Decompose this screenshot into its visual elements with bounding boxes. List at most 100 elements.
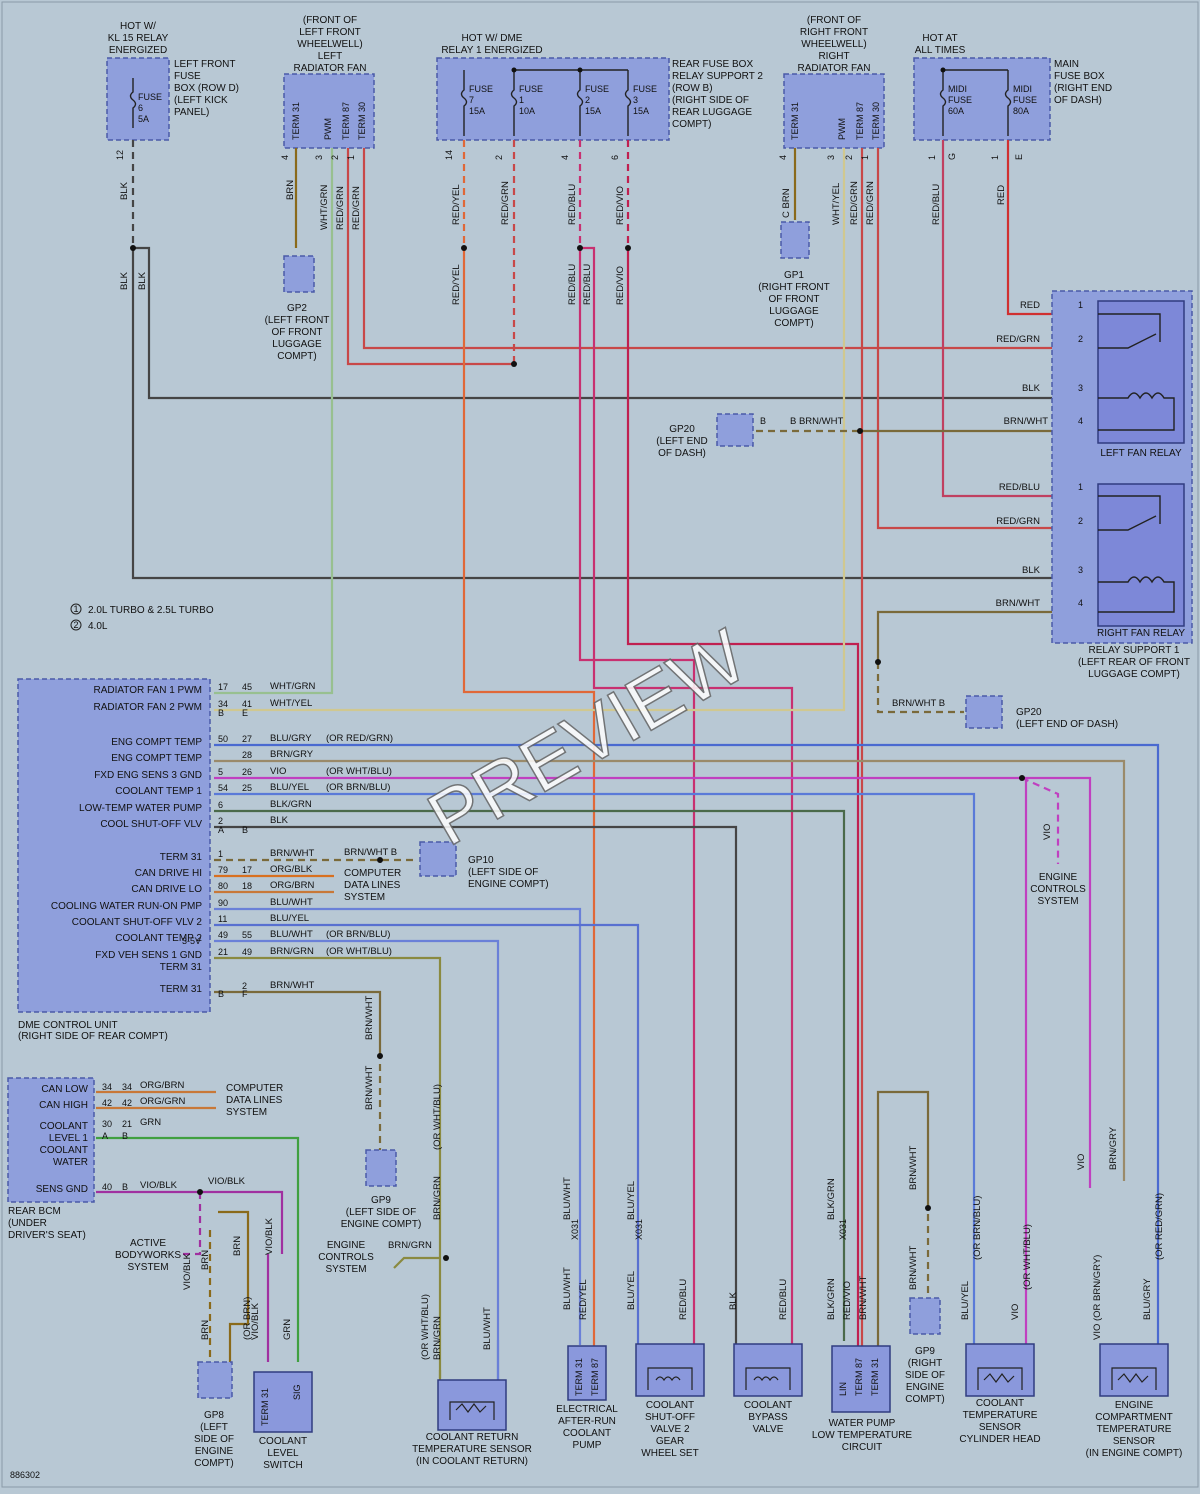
right-fan-location-label: RADIATOR FAN bbox=[798, 63, 871, 74]
dme-pin-number: 2 bbox=[218, 816, 223, 826]
gp8-label: SIDE OF bbox=[194, 1434, 234, 1445]
wire-color-label: (OR WHT/BLU) bbox=[420, 1294, 431, 1360]
dme-wire-color: BLU/WHT bbox=[270, 897, 313, 908]
gp1-label: GP1 bbox=[784, 270, 804, 281]
left-fan-relay bbox=[1097, 300, 1185, 444]
gp9b-label: GP9 bbox=[915, 1346, 935, 1357]
relay-pin: 1 bbox=[1078, 482, 1083, 492]
gp9a-ground bbox=[365, 1149, 397, 1187]
midi-fuse-60-text: 60A bbox=[948, 106, 964, 116]
bcm-pin-number: 42 bbox=[102, 1098, 112, 1108]
dme-wire-color: BRN/GRN bbox=[270, 946, 314, 957]
temp-cyl-head-label: COOLANT bbox=[976, 1398, 1024, 1409]
bcm-pin-label: LEVEL 1 bbox=[49, 1133, 89, 1144]
eng-compt-temp-sensor bbox=[1099, 1343, 1169, 1397]
water-pump-label: WATER PUMP bbox=[829, 1418, 896, 1429]
dme-pin-number: 54 bbox=[218, 783, 228, 793]
dme-wire-note: (OR WHT/BLU) bbox=[326, 766, 392, 777]
wire-color-label: RED/GRN bbox=[865, 181, 876, 225]
dme-wire-color: BLU/YEL bbox=[270, 782, 309, 793]
dme-pin-label: FXD ENG SENS 3 GND bbox=[94, 770, 202, 781]
note-bullet bbox=[70, 619, 82, 631]
wire-color-label: BRN/WHT bbox=[364, 1065, 375, 1110]
gp10-label: GP10 bbox=[468, 855, 494, 866]
dme-brn-wht-label: BRN/WHT B bbox=[344, 847, 397, 858]
main-fuse-box-label: OF DASH) bbox=[1054, 95, 1102, 106]
wire-color-label: RED/YEL bbox=[451, 184, 462, 225]
dme-wire-note: (OR WHT/BLU) bbox=[326, 946, 392, 957]
wire-color-label: BLK bbox=[728, 1291, 739, 1310]
wire-color-label: GRN bbox=[282, 1319, 293, 1340]
bcm-vio-blk-label: VIO/BLK bbox=[208, 1176, 246, 1187]
wire-color-label: C BRN bbox=[781, 188, 792, 218]
coolant-return-label: TEMPERATURE SENSOR bbox=[412, 1444, 532, 1455]
wire-color-label: VIO bbox=[1076, 1154, 1087, 1170]
fuse-7-text: 15A bbox=[469, 106, 485, 116]
dme-pin-label: COOLANT TEMP 1 bbox=[115, 786, 202, 797]
dme-title: DME CONTROL UNIT bbox=[18, 1020, 118, 1031]
temp-cyl-head-label: SENSOR bbox=[979, 1422, 1021, 1433]
electric-pump-label: COOLANT bbox=[563, 1428, 611, 1439]
engine-controls-label-right: CONTROLS bbox=[1030, 884, 1086, 895]
gp9b-label: (RIGHT bbox=[908, 1358, 942, 1369]
rear-fuse-box-label: (RIGHT SIDE OF bbox=[672, 95, 749, 106]
dme-pin-label: RADIATOR FAN 1 PWM bbox=[93, 685, 202, 696]
right-fan-term: TERM 87 bbox=[855, 102, 865, 140]
main-fuse-box bbox=[913, 57, 1051, 141]
dme-pin-number: E bbox=[242, 708, 248, 718]
wire-color-label: (OR BRN/BLU) bbox=[972, 1196, 983, 1260]
rear-fuse-box-label: REAR FUSE BOX bbox=[672, 59, 753, 70]
wire-color-label: VIO/BLK bbox=[264, 1217, 275, 1255]
midi-fuse-80-text: 80A bbox=[1013, 106, 1029, 116]
dme-title: (RIGHT SIDE OF REAR COMPT) bbox=[18, 1031, 168, 1042]
gp9a-label: ENGINE COMPT) bbox=[341, 1219, 422, 1230]
dme-wire-color: BLK bbox=[270, 815, 289, 826]
hot-dme-label: RELAY 1 ENERGIZED bbox=[441, 45, 542, 56]
gp8-label: (LEFT bbox=[200, 1422, 228, 1433]
bcm-pin-label: SENS GND bbox=[36, 1184, 88, 1195]
right-radiator-fan bbox=[783, 73, 885, 149]
left-fan-term: TERM 31 bbox=[291, 102, 301, 140]
wire-color-label: RED/BLU bbox=[678, 1279, 689, 1320]
bcm-pin-label: WATER bbox=[53, 1157, 88, 1168]
dme-pin-number: A bbox=[218, 825, 224, 835]
bcm-pin-number: 42 bbox=[122, 1098, 132, 1108]
wire-color-label: RED/BLU bbox=[567, 184, 578, 225]
wire-color-label: BLU/YEL bbox=[626, 1181, 637, 1220]
fuse-3-text: FUSE bbox=[633, 84, 657, 94]
brn-wht-label: BRN/WHT B bbox=[892, 698, 945, 709]
fuse-junction-dots bbox=[511, 67, 946, 73]
dme-pin-number: 55 bbox=[242, 930, 252, 940]
dme-wire-color: BLU/WHT bbox=[270, 929, 313, 940]
fuse-3-text: 15A bbox=[633, 106, 649, 116]
electric-pump-label: AFTER-RUN bbox=[558, 1416, 616, 1427]
wire-color-label: BRN/GRN bbox=[432, 1176, 443, 1220]
wire-color-label: RED/GRN bbox=[335, 186, 346, 230]
main-fuse-box-label: (RIGHT END bbox=[1054, 83, 1112, 94]
dme-wire-color: BRN/WHT bbox=[270, 848, 315, 859]
bcm-pin-number: A bbox=[102, 1131, 108, 1141]
relay-pin: 3 bbox=[1078, 383, 1083, 393]
bypass-valve-label: VALVE bbox=[753, 1424, 784, 1435]
gp1-label: (RIGHT FRONT bbox=[758, 282, 829, 293]
pin-number: 6 bbox=[610, 155, 620, 160]
dme-pin-number: 18 bbox=[242, 881, 252, 891]
rear-fuse-box-label: (ROW B) bbox=[672, 83, 713, 94]
bypass-valve-label: BYPASS bbox=[748, 1412, 788, 1423]
midi-fuse-80-text: MIDI bbox=[1013, 84, 1032, 94]
pin-number: 1 bbox=[346, 155, 356, 160]
bcm-pin-number: B bbox=[122, 1182, 128, 1192]
dme-pin-number: 28 bbox=[242, 750, 252, 760]
bypass-valve bbox=[733, 1343, 803, 1397]
level-switch-label: SWITCH bbox=[263, 1460, 302, 1471]
active-bodyworks-label: SYSTEM bbox=[127, 1262, 168, 1273]
wire-color-label: BLK/GRN bbox=[826, 1278, 837, 1320]
wire-color-label: VIO bbox=[1010, 1304, 1021, 1320]
dme-pin-number: 17 bbox=[218, 682, 228, 692]
dme-pin-number: 21 bbox=[218, 947, 228, 957]
relay-pin: 4 bbox=[1078, 598, 1083, 608]
relay-support-label: (LEFT REAR OF FRONT bbox=[1078, 657, 1190, 668]
dme-pin-number: 49 bbox=[242, 947, 252, 957]
level-switch-label: LEVEL bbox=[267, 1448, 299, 1459]
dme-pin-number: 50 bbox=[218, 734, 228, 744]
